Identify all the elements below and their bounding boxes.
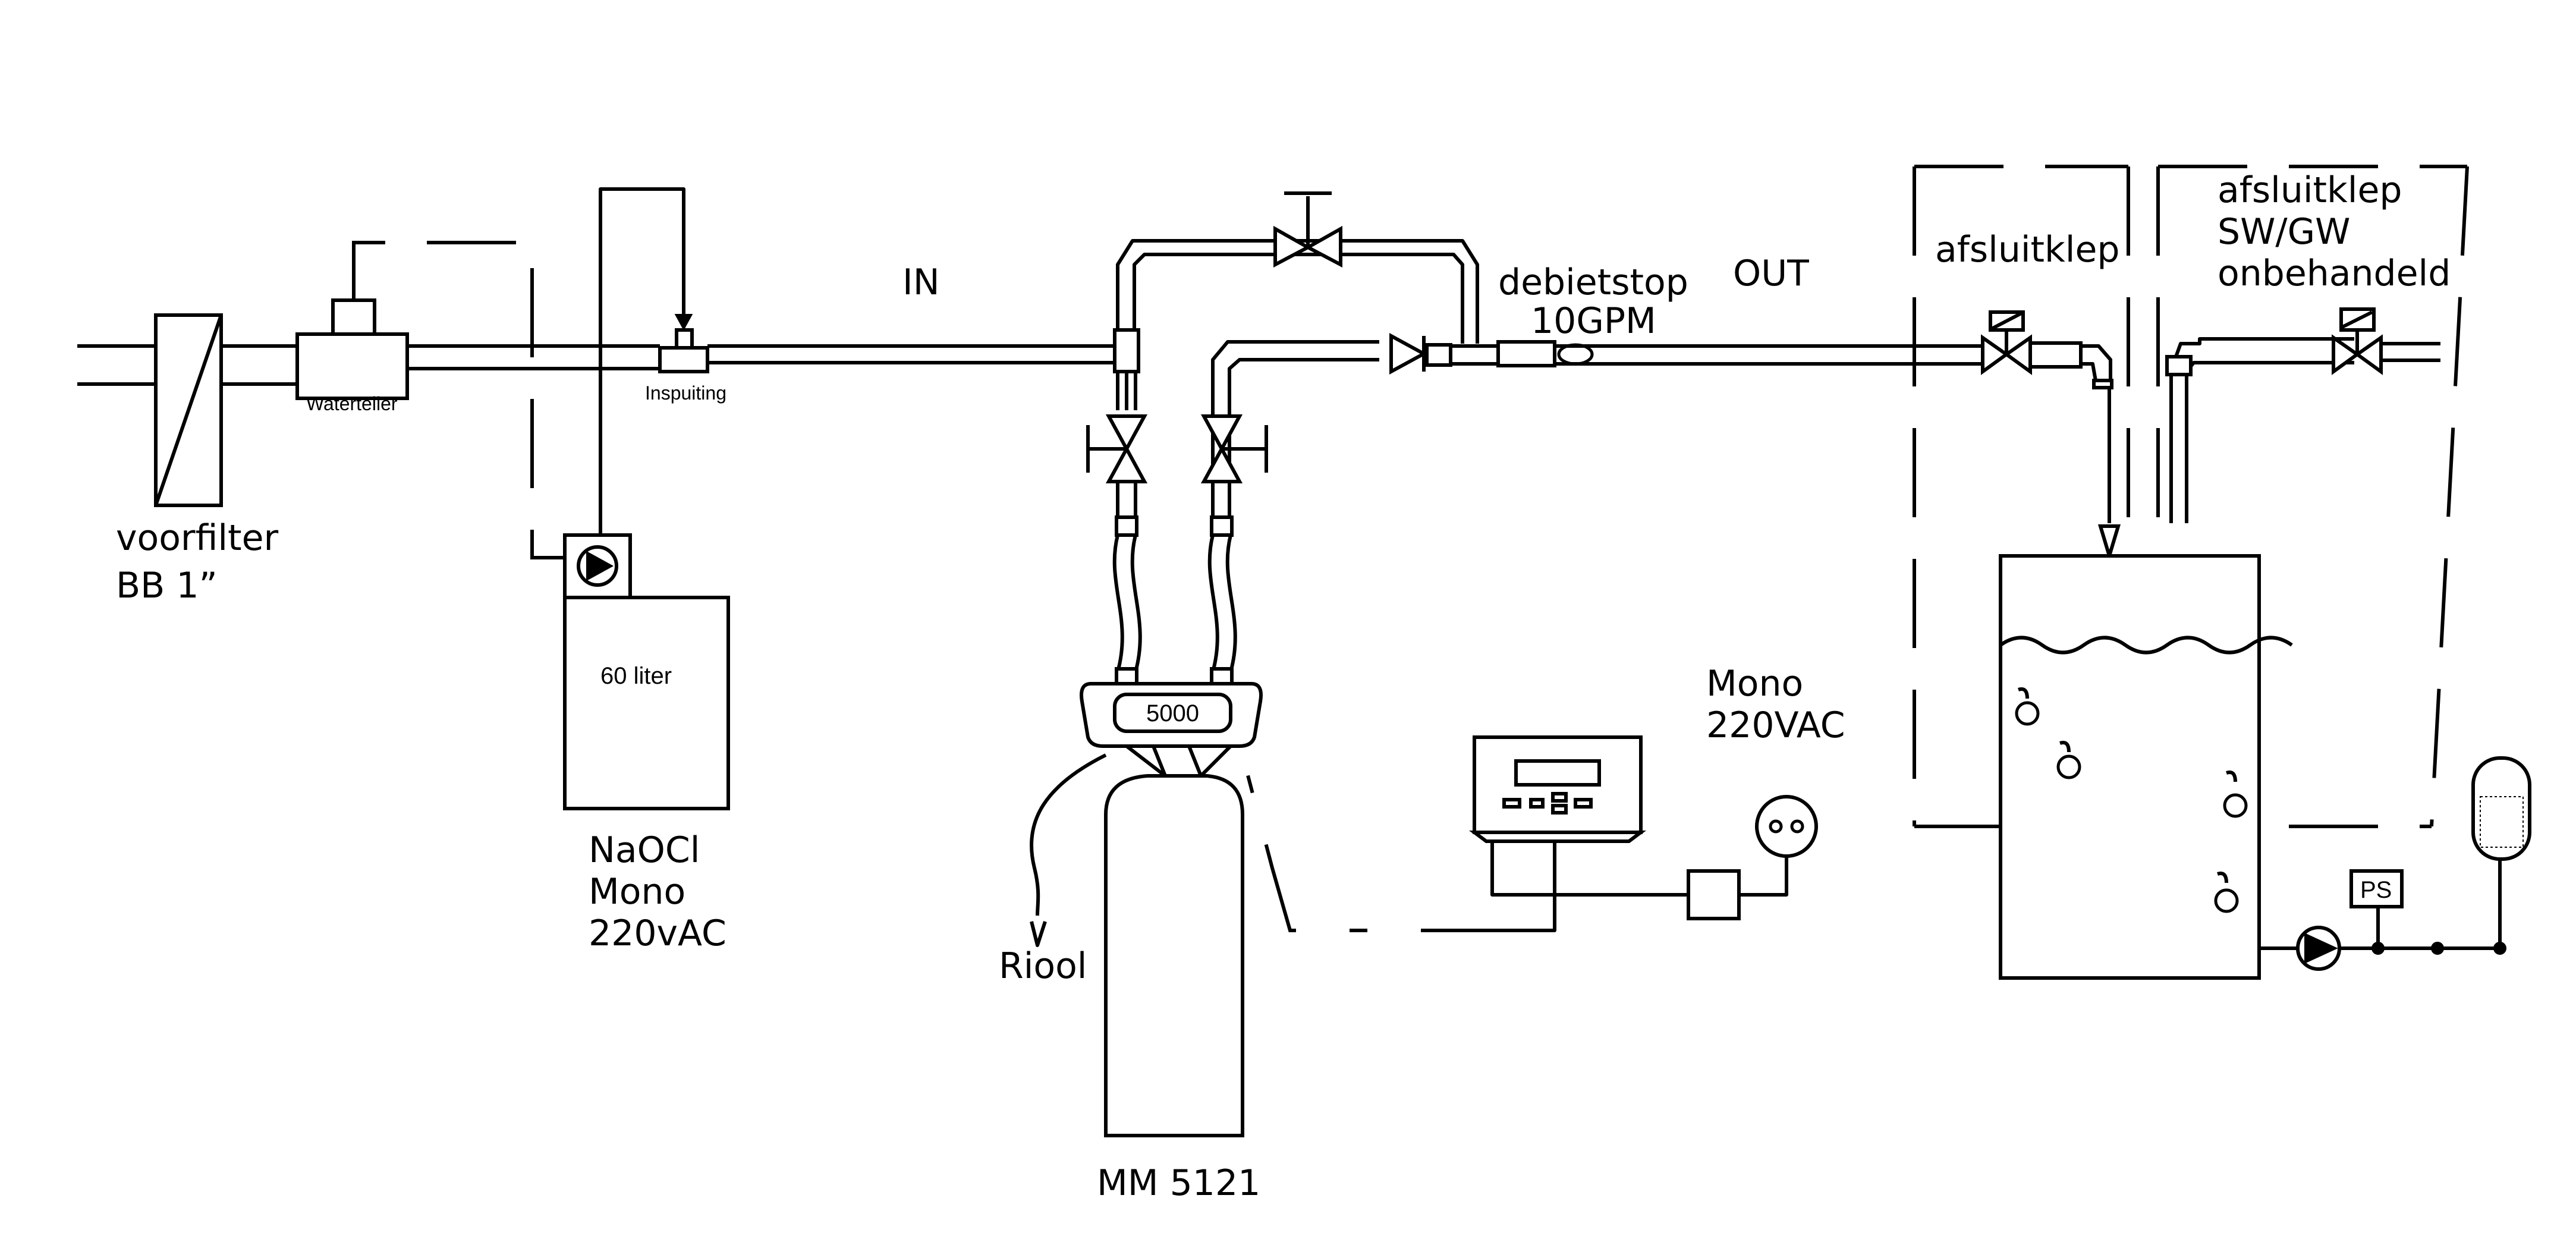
- shutoff-valve-1: [1981, 310, 2121, 562]
- controller-wiring: [1241, 754, 1818, 932]
- bypass-piping: [1116, 191, 1479, 346]
- vessel-label: MM 5121: [1097, 1162, 1260, 1204]
- check-valve: [1389, 332, 1498, 375]
- prefilter: [154, 313, 223, 507]
- control-valve-head: [1080, 682, 1263, 778]
- inspuiting-label: Inspuiting: [645, 382, 726, 404]
- out-label: OUT: [1733, 253, 1809, 294]
- controller-box: [1469, 735, 1646, 843]
- afsluitklep-label: afsluitklep: [1935, 229, 2119, 271]
- inlet-pipe: [77, 344, 1118, 386]
- expansion-vessel: [2471, 756, 2531, 948]
- vessel-inlet-leg: [1086, 328, 1148, 688]
- injection-point: [599, 187, 709, 538]
- naocl-tank: [563, 596, 730, 810]
- storage-tank: [1999, 554, 2293, 980]
- naocl-label-3: 220vAC: [589, 913, 726, 954]
- afsluitklep2-label-2: SW/GW: [2218, 211, 2350, 253]
- shutoff-valve-2: [2165, 307, 2440, 523]
- waterteller-label: Waterteller: [306, 393, 398, 414]
- voorfilter-label-2: BB 1”: [116, 565, 218, 606]
- debietstop-label-1: debietstop: [1498, 262, 1688, 303]
- meter-signal-line: [352, 241, 565, 559]
- power-label-1: Mono: [1706, 663, 1803, 705]
- naocl-label-1: NaOCl: [589, 829, 700, 871]
- flow-restrictor: [1496, 340, 1992, 367]
- voorfilter-label-1: voorfilter: [116, 517, 278, 559]
- drain-line: [1030, 753, 1107, 947]
- dosing-pump: [563, 533, 632, 599]
- booster-pump: [2259, 926, 2506, 971]
- head-model-label: 5000: [1146, 700, 1199, 727]
- pressure-switch: [2349, 869, 2404, 948]
- pressure-switch-label: PS: [2360, 877, 2392, 903]
- naocl-label-2: Mono: [589, 871, 685, 913]
- debietstop-label-2: 10GPM: [1531, 300, 1656, 342]
- vessel-outlet-leg: [1200, 340, 1379, 688]
- afsluitklep2-label-3: onbehandeld: [2218, 253, 2451, 294]
- in-label: IN: [902, 262, 940, 303]
- power-label-2: 220VAC: [1706, 705, 1845, 746]
- water-meter: [295, 298, 409, 400]
- afsluitklep2-label-1: afsluitklep: [2218, 169, 2402, 211]
- pressure-vessel: [1104, 774, 1244, 1137]
- tank-volume-label: 60 liter: [600, 663, 672, 689]
- riool-label: Riool: [999, 945, 1087, 987]
